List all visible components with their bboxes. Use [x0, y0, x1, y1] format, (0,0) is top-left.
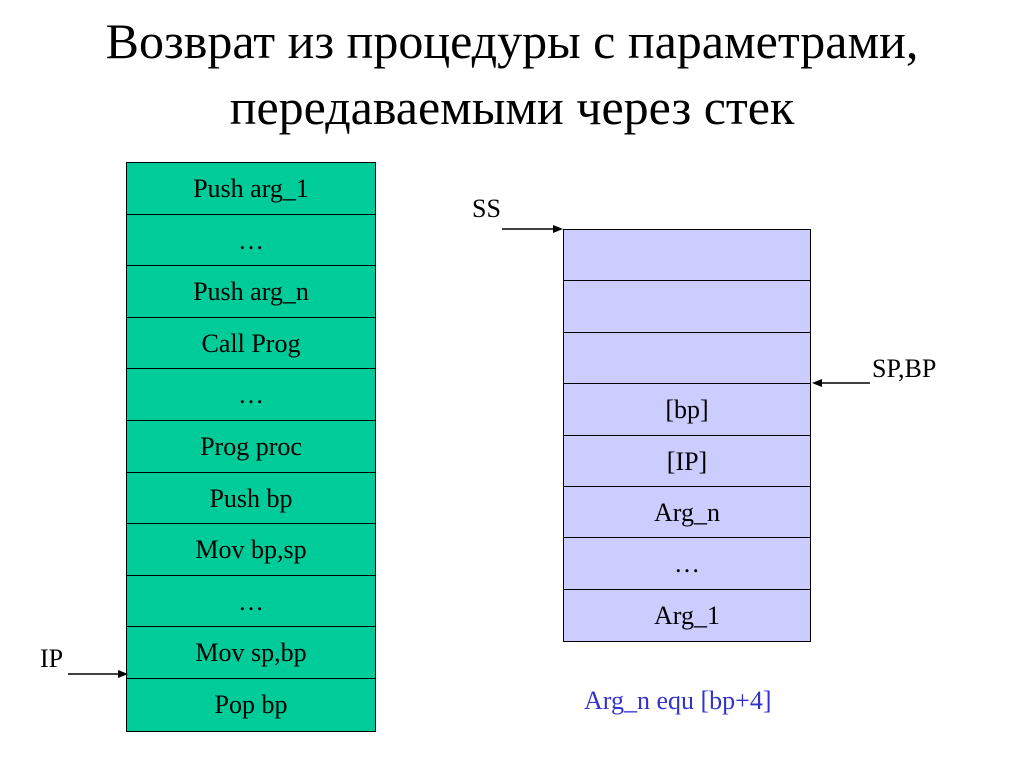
slide-title: Возврат из процедуры с параметрами, пере…	[0, 8, 1024, 140]
stack-cell: [bp]	[564, 384, 810, 436]
stack-cell: Arg_1	[564, 589, 810, 642]
ss-pointer-label: SS	[472, 194, 501, 223]
stack-cell: [IP]	[564, 435, 810, 487]
title-line-1: Возврат из процедуры с параметрами,	[105, 13, 919, 69]
stack-cell	[564, 230, 810, 282]
equ-note: Arg_n equ [bp+4]	[584, 686, 772, 715]
code-row: Prog proc	[127, 420, 375, 473]
code-row: Push arg_1	[127, 163, 375, 215]
code-row: Pop bp	[127, 678, 375, 731]
sp-bp-arrow	[812, 379, 870, 387]
code-row: …	[127, 214, 375, 267]
title-line-2: передаваемыми через стек	[229, 79, 795, 135]
stack-segment-table: [bp] [IP] Arg_n … Arg_1	[563, 229, 811, 643]
code-row: …	[127, 575, 375, 628]
sp-bp-pointer-label: SP,BP	[872, 354, 937, 383]
code-row: …	[127, 369, 375, 421]
code-row: Call Prog	[127, 317, 375, 370]
ip-arrow	[68, 670, 128, 678]
code-row: Mov bp,sp	[127, 524, 375, 576]
code-row: Mov sp,bp	[127, 627, 375, 679]
ss-arrow	[502, 225, 563, 233]
stack-cell: Arg_n	[564, 486, 810, 539]
code-row: Push bp	[127, 472, 375, 525]
stack-cell	[564, 281, 810, 333]
stack-cell: …	[564, 538, 810, 590]
stack-cell	[564, 332, 810, 385]
ip-pointer-label: IP	[40, 644, 64, 673]
code-segment-table: Push arg_1 … Push arg_n Call Prog … Prog…	[126, 162, 376, 732]
code-row: Push arg_n	[127, 266, 375, 318]
